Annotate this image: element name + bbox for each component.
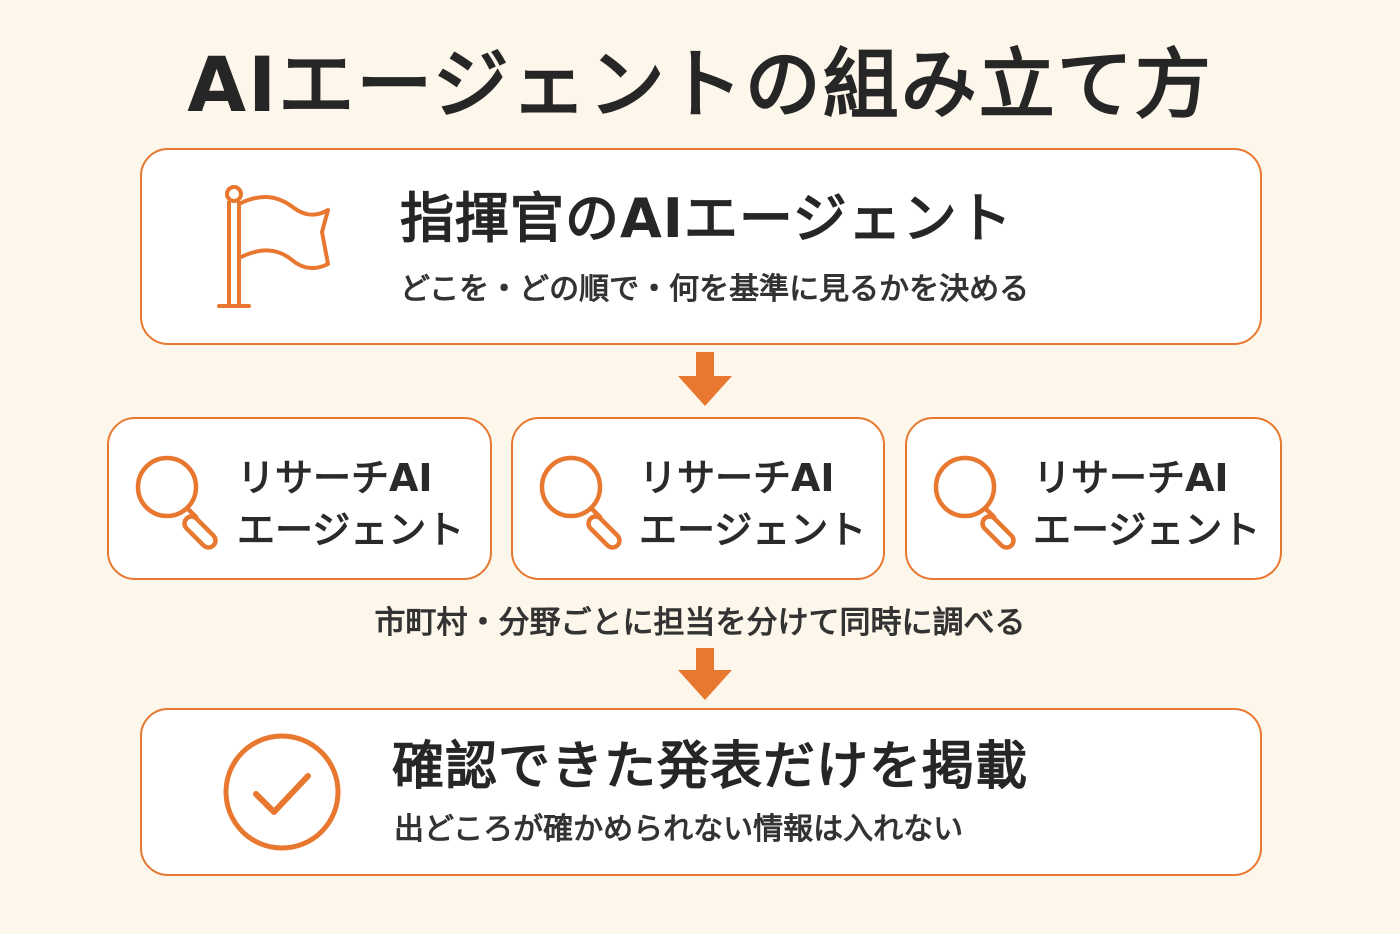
research-agent-label-line1: リサーチAI bbox=[1033, 456, 1229, 500]
down-arrow-icon bbox=[675, 350, 735, 414]
publish-description: 出どころが確かめられない情報は入れない bbox=[394, 812, 964, 847]
research-agent-card: リサーチAI エージェント bbox=[905, 417, 1282, 580]
magnifier-icon bbox=[131, 449, 231, 553]
research-agent-card: リサーチAI エージェント bbox=[107, 417, 492, 580]
research-agent-label-line2: エージェント bbox=[639, 508, 867, 552]
research-agent-label-line2: エージェント bbox=[1033, 508, 1261, 552]
down-arrow-icon bbox=[675, 646, 735, 708]
research-agent-card: リサーチAI エージェント bbox=[511, 417, 885, 580]
publish-card: 確認できた発表だけを掲載 出どころが確かめられない情報は入れない bbox=[140, 708, 1262, 876]
commander-heading: 指揮官のAIエージェント bbox=[400, 187, 1013, 250]
commander-description: どこを・どの順で・何を基準に見るかを決める bbox=[400, 272, 1030, 307]
research-agent-label-line1: リサーチAI bbox=[237, 456, 433, 500]
magnifier-icon bbox=[929, 449, 1029, 553]
flag-icon bbox=[214, 182, 334, 312]
magnifier-icon bbox=[535, 449, 635, 553]
research-agent-label-line1: リサーチAI bbox=[639, 456, 835, 500]
page-title: AIエージェントの組み立て方 bbox=[187, 40, 1213, 129]
publish-heading: 確認できた発表だけを掲載 bbox=[392, 737, 1029, 797]
research-agent-label-line2: エージェント bbox=[237, 508, 465, 552]
commander-agent-card: 指揮官のAIエージェント どこを・どの順で・何を基準に見るかを決める bbox=[140, 148, 1262, 345]
research-caption: 市町村・分野ごとに担当を分けて同時に調べる bbox=[374, 605, 1026, 641]
check-circle-icon bbox=[220, 730, 344, 854]
